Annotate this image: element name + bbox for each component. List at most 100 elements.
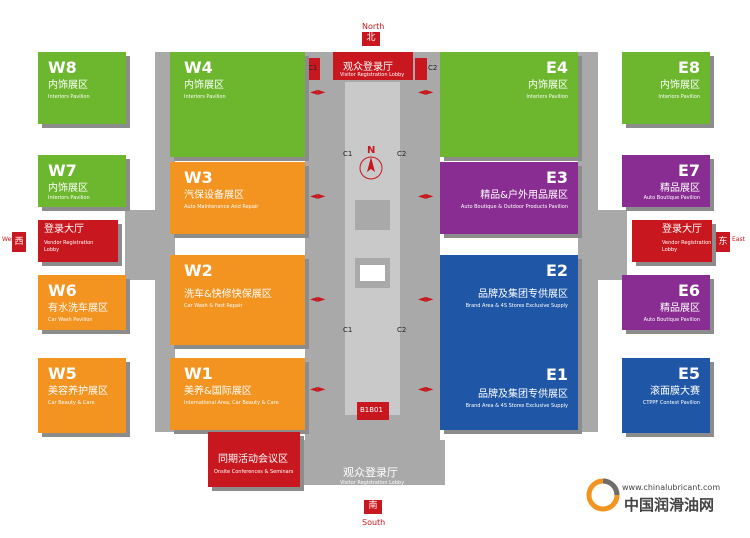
- main-concourse-inner: [345, 75, 400, 415]
- brand-logo-icon: [586, 478, 620, 512]
- hall-e2-zh: 品牌及集团专供展区: [478, 289, 568, 300]
- west-lobby-zh: 登录大厅: [44, 224, 84, 235]
- hall-e6-zh: 精品展区: [660, 303, 700, 314]
- brand-name: 中国润滑油网: [624, 496, 715, 514]
- hall-e7[interactable]: E7 精品展区 Auto Boutique Pavilion: [622, 155, 710, 207]
- arrow-e2-concourse: ◄►: [418, 294, 434, 305]
- north-entrance-marker[interactable]: 北: [362, 32, 380, 46]
- arrow-w4-concourse: ◄►: [310, 87, 326, 98]
- hall-e7-en: Auto Boutique Pavilion: [643, 195, 700, 201]
- west-entrance-marker[interactable]: 西: [12, 232, 26, 252]
- hall-w6[interactable]: W6 有水洗车展区 Car Wash Pavilion: [38, 275, 126, 330]
- west-connector: [125, 210, 170, 280]
- hall-w1-en: International Area, Car Beauty & Care: [184, 400, 279, 406]
- east-connector: [582, 210, 627, 280]
- hall-w3-zh: 汽保设备展区: [184, 190, 244, 201]
- hall-w2[interactable]: W2 洗车&快修快保展区 Car Wash & Fast Repair: [170, 255, 305, 345]
- hall-w5[interactable]: W5 美容养护展区 Car Beauty & Care: [38, 358, 126, 433]
- hall-w8-en: Interiors Pavilion: [48, 94, 90, 100]
- hall-w5-code: W5: [48, 364, 77, 383]
- hall-e6-code: E6: [677, 281, 700, 300]
- hall-w6-zh: 有水洗车展区: [48, 303, 108, 314]
- north-label: North: [362, 22, 385, 31]
- b1b01-label: B1B01: [360, 406, 383, 414]
- south-label: South: [362, 518, 386, 527]
- hall-e7-zh: 精品展区: [660, 183, 700, 194]
- hall-e8[interactable]: E8 内饰展区 Interiors Pavilion: [622, 52, 710, 124]
- hall-w3-code: W3: [184, 168, 213, 187]
- west-lobby-en2: Lobby: [44, 247, 60, 253]
- hall-w8-zh: 内饰展区: [48, 80, 88, 91]
- hall-w3[interactable]: W3 汽保设备展区 Auto Maintenance And Repair: [170, 162, 305, 234]
- east-zh-label: 东: [718, 237, 728, 247]
- hall-w7-en: Interiors Pavilion: [48, 195, 90, 201]
- north-registration-hall[interactable]: [333, 52, 413, 80]
- hall-e3[interactable]: E3 精品&户外用品展区 Auto Boutique & Outdoor Pro…: [440, 162, 578, 234]
- hall-e8-en: Interiors Pavilion: [658, 94, 700, 100]
- brand-url[interactable]: www.chinalubricant.com: [622, 483, 721, 492]
- arrow-e3-concourse: ◄►: [418, 191, 434, 202]
- south-lobby-base: [300, 440, 445, 485]
- east-label: East: [732, 236, 745, 243]
- concourse-c1-lower: C1: [343, 326, 353, 334]
- hall-e7-code: E7: [677, 161, 700, 180]
- hall-w5-en: Car Beauty & Care: [48, 400, 95, 406]
- hall-w4-code: W4: [184, 58, 213, 77]
- north-zh-label: 北: [366, 33, 376, 43]
- hall-e4-code: E4: [545, 58, 568, 77]
- east-lobby-en2: Lobby: [662, 247, 678, 253]
- south-registration-zh: 观众登录厅: [343, 466, 398, 479]
- hall-w2-code: W2: [184, 261, 213, 280]
- north-c1-gate: [308, 58, 320, 80]
- hall-w8-code: W8: [48, 58, 77, 77]
- hall-e1-en: Brand Area & 4S Stores Exclusive Supply: [465, 403, 568, 409]
- concourse-c2-upper: C2: [397, 150, 407, 158]
- compass-n-label: N: [367, 145, 376, 156]
- concourse-c1-upper: C1: [343, 150, 353, 158]
- conference-en: Onsite Conferences & Seminars: [214, 469, 294, 475]
- north-c1-label: C1: [308, 64, 318, 72]
- east-lobby-zh: 登录大厅: [662, 224, 702, 235]
- south-registration-en: Visitor Registration Lobby: [340, 480, 405, 486]
- north-c2-label: C2: [428, 64, 438, 72]
- conference-area[interactable]: 同期活动会议区 Onsite Conferences & Seminars: [208, 432, 300, 487]
- hall-w1-code: W1: [184, 364, 213, 383]
- hall-w6-en: Car Wash Pavilion: [48, 317, 93, 323]
- east-vendor-lobby[interactable]: 登录大厅 Vendor Registration Lobby: [632, 220, 712, 262]
- compass-icon: [359, 156, 383, 180]
- hall-e6[interactable]: E6 精品展区 Auto Boutique Pavilion: [622, 275, 710, 330]
- hall-w8[interactable]: W8 内饰展区 Interiors Pavilion: [38, 52, 126, 124]
- conference-zh: 同期活动会议区: [218, 454, 288, 465]
- hall-e8-code: E8: [677, 58, 700, 77]
- concourse-center-block-top: [355, 200, 390, 230]
- west-lobby-en1: Vendor Registration: [44, 240, 94, 246]
- hall-w3-en: Auto Maintenance And Repair: [184, 204, 259, 210]
- hall-e1[interactable]: E1 品牌及集团专供展区 Brand Area & 4S Stores Excl…: [440, 345, 578, 430]
- hall-e3-zh: 精品&户外用品展区: [480, 190, 568, 201]
- arrow-w3-concourse: ◄►: [310, 191, 326, 202]
- arrow-w1-concourse: ◄►: [310, 384, 326, 395]
- hall-w6-code: W6: [48, 281, 77, 300]
- arrow-w2-concourse: ◄►: [310, 294, 326, 305]
- arrow-e1-concourse: ◄►: [418, 384, 434, 395]
- hall-w4-en: Interiors Pavilion: [184, 94, 226, 100]
- hall-w1[interactable]: W1 美养&国际展区 International Area, Car Beaut…: [170, 358, 305, 430]
- hall-e2[interactable]: E2 品牌及集团专供展区 Brand Area & 4S Stores Excl…: [440, 255, 578, 345]
- hall-w7[interactable]: W7 内饰展区 Interiors Pavilion: [38, 155, 126, 207]
- hall-e4-zh: 内饰展区: [528, 80, 568, 91]
- hall-e5-en: CTPPF Contest Pavilion: [642, 400, 700, 406]
- b1b01-room[interactable]: [357, 402, 389, 420]
- hall-e1-code: E1: [545, 365, 568, 384]
- south-entrance-marker[interactable]: 南: [364, 500, 382, 514]
- hall-e3-code: E3: [545, 168, 568, 187]
- east-entrance-marker[interactable]: 东: [716, 232, 730, 252]
- hall-e5-zh: 滚面膜大赛: [650, 386, 700, 397]
- hall-w4-zh: 内饰展区: [184, 80, 224, 91]
- hall-e4[interactable]: E4 内饰展区 Interiors Pavilion: [440, 52, 578, 157]
- hall-e5[interactable]: E5 滚面膜大赛 CTPPF Contest Pavilion: [622, 358, 710, 433]
- north-c2-gate: [415, 58, 427, 80]
- concourse-c2-lower: C2: [397, 326, 407, 334]
- hall-w2-zh: 洗车&快修快保展区: [184, 289, 272, 300]
- west-vendor-lobby[interactable]: 登录大厅 Vendor Registration Lobby: [38, 220, 118, 262]
- hall-w4[interactable]: W4 内饰展区 Interiors Pavilion: [170, 52, 305, 157]
